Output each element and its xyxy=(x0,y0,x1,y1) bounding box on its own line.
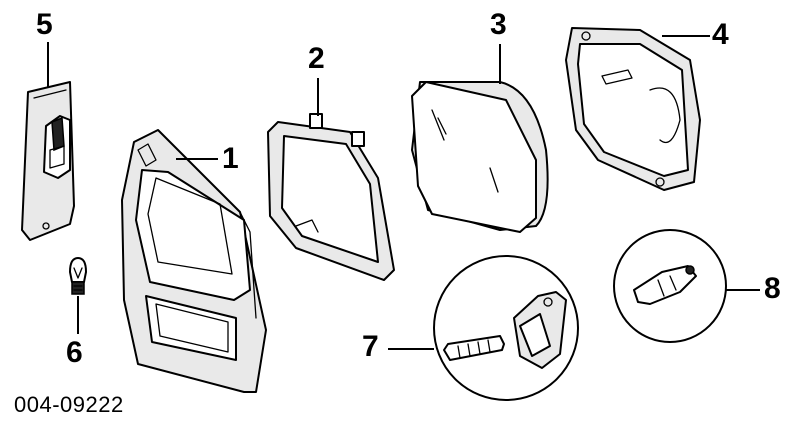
part-1-headlamp-bezel xyxy=(121,129,267,393)
part-4-mounting-housing xyxy=(565,27,701,191)
callout-3: 3 xyxy=(490,8,507,41)
callout-8: 8 xyxy=(764,272,781,305)
callout-4: 4 xyxy=(712,18,729,51)
callout-1: 1 xyxy=(222,142,239,175)
callout-6: 6 xyxy=(66,336,83,369)
part-3-sealed-beam-lamp xyxy=(411,81,549,233)
part-8-detail-circle xyxy=(613,229,727,343)
part-5-side-marker-housing xyxy=(21,81,75,241)
part-2-retaining-ring xyxy=(267,113,395,281)
callout-2: 2 xyxy=(308,42,325,75)
callout-7: 7 xyxy=(362,330,379,363)
part-7-detail-circle xyxy=(433,255,579,401)
part-6-bulb xyxy=(69,257,87,295)
callout-5: 5 xyxy=(36,8,53,41)
catalog-number: 004-09222 xyxy=(14,392,124,417)
